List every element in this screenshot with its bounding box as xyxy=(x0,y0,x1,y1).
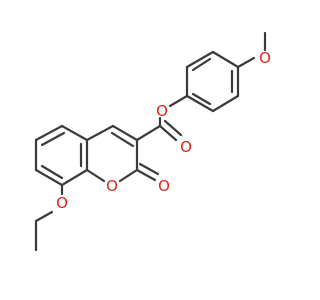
bond xyxy=(191,92,212,106)
bond xyxy=(85,124,115,142)
bond xyxy=(118,168,139,183)
bond xyxy=(40,164,64,180)
bond xyxy=(85,168,106,183)
bond xyxy=(60,168,89,187)
bond xyxy=(40,131,66,147)
bond xyxy=(135,168,157,182)
methoxyphenyl-ring xyxy=(185,50,240,113)
bond xyxy=(158,124,178,142)
benzo-ring xyxy=(34,124,89,187)
bond xyxy=(211,94,240,113)
bond xyxy=(60,124,89,142)
bond xyxy=(163,119,183,137)
ethoxy-oxygen-label: O xyxy=(56,194,68,212)
bond xyxy=(191,57,212,72)
bond xyxy=(34,124,64,142)
molecule-structure-diagram: O O O O O O xyxy=(34,31,271,252)
bond xyxy=(185,50,215,69)
bond xyxy=(138,162,160,176)
bond xyxy=(168,94,189,108)
pyranone-ring xyxy=(85,124,160,183)
bond xyxy=(185,94,215,113)
bond xyxy=(111,124,139,142)
carbonyl-oxygen-label: O xyxy=(180,138,192,156)
methoxy-oxygen-label: O xyxy=(259,49,271,67)
bond xyxy=(236,56,256,69)
ring-oxygen-label: O xyxy=(106,177,118,195)
bond xyxy=(34,168,64,187)
bond xyxy=(110,131,135,148)
bond xyxy=(135,124,162,142)
lactone-carbonyl-oxygen-label: O xyxy=(158,177,170,195)
bond xyxy=(211,50,240,69)
bond xyxy=(34,210,54,223)
ester-oxygen-label: O xyxy=(156,102,168,120)
